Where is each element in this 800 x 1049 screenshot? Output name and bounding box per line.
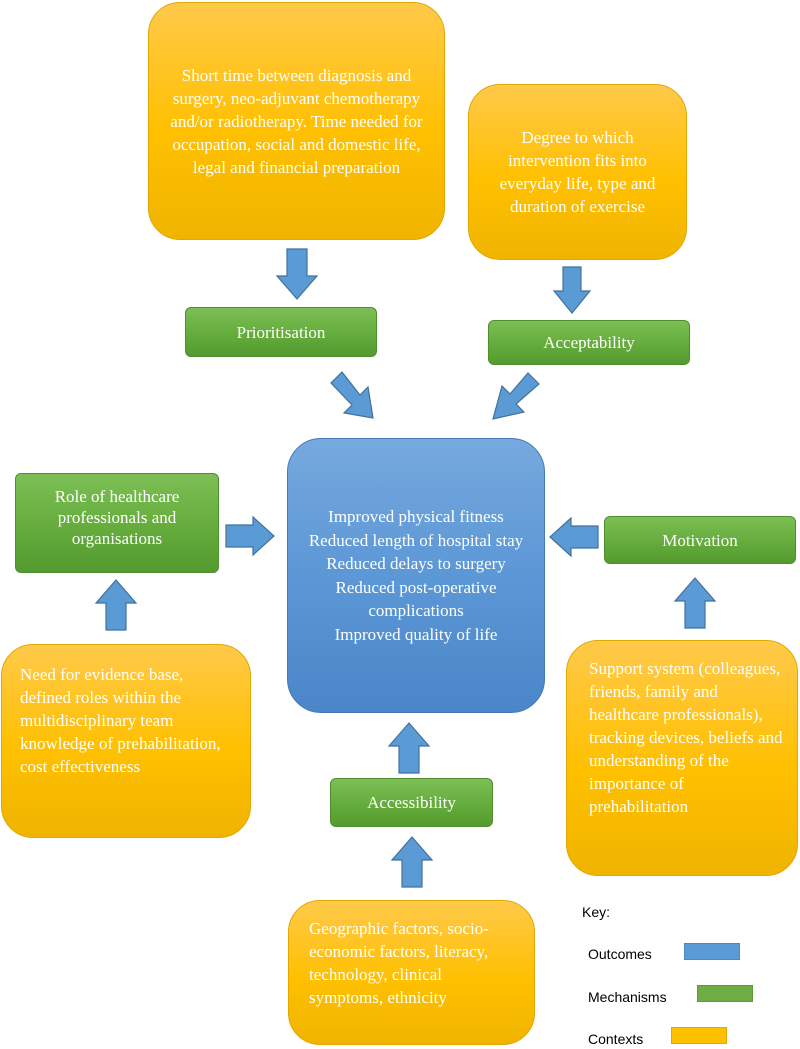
key-contexts-swatch <box>671 1027 727 1044</box>
arrow-down-icon <box>552 266 592 314</box>
context-timing-text: Short time between diagnosis and surgery… <box>170 65 423 177</box>
mechanism-motivation-box: Motivation <box>604 516 796 564</box>
mechanism-accessibility-label: Accessibility <box>367 793 456 812</box>
outcomes-box: Improved physical fitness Reduced length… <box>287 438 545 713</box>
outcome-item: Reduced length of hospital stay <box>308 530 524 550</box>
outcome-item: Reduced post-operative complications <box>335 577 497 621</box>
key-outcomes-label: Outcomes <box>588 946 652 962</box>
arrow-left-icon <box>549 516 599 558</box>
outcome-item: Improved quality of life <box>334 624 498 644</box>
arrow-diagonal-icon <box>492 372 540 420</box>
context-support-text: Support system (colleagues, friends, fam… <box>589 659 783 816</box>
mechanism-accessibility-box: Accessibility <box>330 778 493 827</box>
context-evidence-box: Need for evidence base, defined roles wi… <box>1 644 251 838</box>
context-geographic-text: Geographic factors, socio-economic facto… <box>309 919 489 1007</box>
mechanism-acceptability-label: Acceptability <box>543 333 635 352</box>
context-fit-text: Degree to which intervention fits into e… <box>499 128 656 216</box>
mechanism-prioritisation-label: Prioritisation <box>236 322 326 342</box>
key-mechanisms-label: Mechanisms <box>588 989 667 1005</box>
key-contexts-label: Contexts <box>588 1031 644 1047</box>
outcome-item: Improved physical fitness <box>328 507 504 526</box>
key-mechanisms-swatch <box>697 985 753 1002</box>
context-timing-box: Short time between diagnosis and surgery… <box>148 2 445 240</box>
outcome-item: Reduced delays to surgery <box>326 554 506 573</box>
arrow-diagonal-icon <box>330 371 374 419</box>
arrow-right-icon <box>225 515 275 557</box>
key-title: Key: <box>582 904 611 920</box>
arrow-up-icon <box>94 579 138 631</box>
mechanism-role-label: Role of healthcare professionals and org… <box>54 487 180 548</box>
context-support-box: Support system (colleagues, friends, fam… <box>566 640 798 876</box>
arrow-up-icon <box>673 577 717 629</box>
arrow-up-icon <box>390 836 434 888</box>
arrow-down-icon <box>275 248 319 300</box>
key-outcomes-swatch <box>684 943 740 960</box>
mechanism-role-box: Role of healthcare professionals and org… <box>15 473 219 573</box>
mechanism-acceptability-box: Acceptability <box>488 320 690 365</box>
arrow-up-icon <box>387 722 431 774</box>
mechanism-prioritisation-box: Prioritisation <box>185 307 377 357</box>
mechanism-motivation-label: Motivation <box>662 530 738 550</box>
context-geographic-box: Geographic factors, socio-economic facto… <box>288 900 535 1045</box>
context-evidence-text: Need for evidence base, defined roles wi… <box>20 665 221 776</box>
context-fit-box: Degree to which intervention fits into e… <box>468 84 687 260</box>
